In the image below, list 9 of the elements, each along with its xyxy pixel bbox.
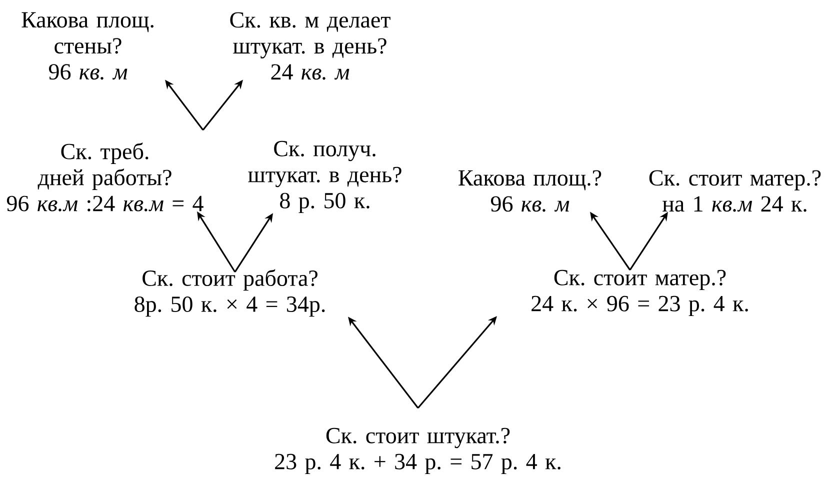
- question-text: Ск. стоит штукат.? 23 р. 4 к. + 34 р. = 57 р. 4 к.: [275, 428, 560, 474]
- question-text: Ск. кв. м делает штукат. в день? 24 кв. м: [230, 12, 390, 80]
- question-text: Ск. стоит матер.? 24 к. × 96 = 23 р. 4 к.: [532, 270, 748, 316]
- question-text: Какова площ.? 96 кв. м: [458, 170, 602, 212]
- question-text: Ск. треб. дней работы? 96 кв.м :24 кв.м = 4: [6, 142, 204, 212]
- question-text: Какова площ. стены? 96 кв. м: [22, 12, 154, 80]
- question-text: Ск. стоит работа? 8р. 50 к. × 4 = 34р.: [134, 269, 325, 317]
- question-text: Ск. стоит матер.? на 1 кв.м 24 к.: [649, 170, 821, 212]
- question-text: Ск. получ. штукат. в день? 8 р. 50 к.: [248, 140, 402, 214]
